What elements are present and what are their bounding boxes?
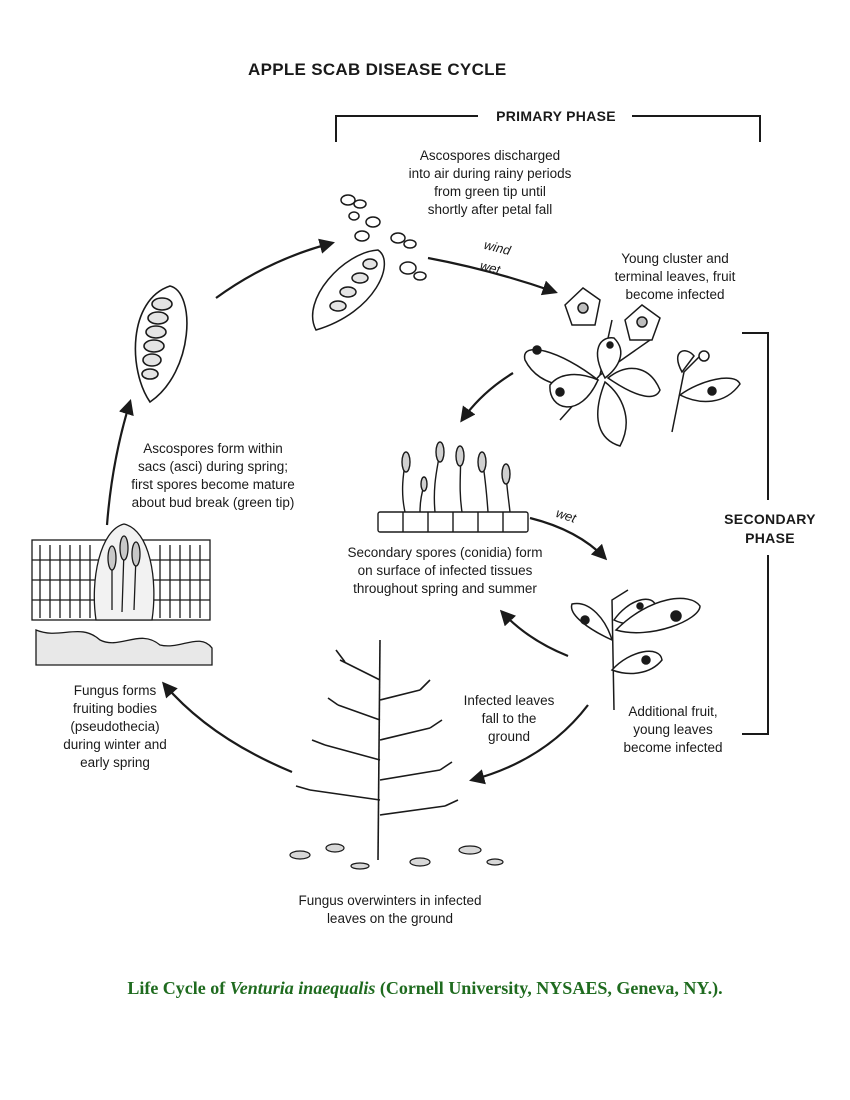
stage-conidia-form: Secondary spores (conidia) form on surfa… [325, 544, 565, 598]
arrow-conidia-to-additional [529, 516, 608, 561]
pseudothecium-illustration [31, 523, 213, 666]
caption-suffix: (Cornell University, NYSAES, Geneva, NY.… [375, 978, 723, 998]
secondary-phase-bracket [742, 332, 769, 735]
stage-line: Additional fruit, [628, 704, 718, 719]
discharging-ascus-illustration [311, 194, 427, 331]
stage-line: leaves on the ground [326, 911, 454, 926]
stage-line: during winter and [63, 737, 167, 752]
stage-line: throughout spring and summer [353, 581, 537, 596]
arrow-discharge-to-leaves [427, 256, 558, 296]
stage-overwinters: Fungus overwinters in infected leaves on… [268, 892, 512, 928]
secondary-phase-line: PHASE [745, 530, 795, 546]
stage-line: terminal leaves, fruit [614, 269, 736, 284]
stage-additional-fruit: Additional fruit, young leaves become in… [600, 703, 746, 757]
stage-line: into air during rainy periods [408, 166, 572, 181]
secondary-phase-label: SECONDARY PHASE [706, 510, 834, 548]
arrow-asci-to-discharge [215, 238, 335, 299]
arrow-ground-to-pseudothecia [162, 681, 293, 774]
conidia-illustration [377, 441, 529, 533]
fallen-leaves-illustration [289, 843, 504, 870]
stage-ascospores-form: Ascospores form within sacs (asci) durin… [108, 440, 318, 512]
stage-line: about bud break (green tip) [131, 495, 295, 510]
stage-line: fruiting bodies [72, 701, 158, 716]
caption-prefix: Life Cycle of [127, 978, 230, 998]
stage-line: shortly after petal fall [427, 202, 553, 217]
arrow-additional-to-conidia [499, 609, 569, 658]
stage-line: Infected leaves [463, 693, 555, 708]
stage-line: fall to the [481, 711, 537, 726]
secondary-phase-line: SECONDARY [724, 511, 816, 527]
stage-line: young leaves [633, 722, 713, 737]
infected-twig-illustration [570, 589, 701, 711]
stage-line: first spores become mature [131, 477, 295, 492]
primary-phase-bracket [335, 115, 761, 142]
stage-leaves-fall: Infected leaves fall to the ground [448, 692, 570, 746]
flower-cluster-illustration [523, 287, 741, 447]
stage-line: sacs (asci) during spring; [137, 459, 289, 474]
arrow-pseudothecia-to-asci [105, 399, 134, 526]
stage-line: Ascospores form within [143, 441, 283, 456]
disease-cycle-diagram [31, 115, 769, 870]
stage-line: ground [487, 729, 531, 744]
stage-line: Fungus overwinters in infected [298, 893, 482, 908]
diagram-title: APPLE SCAB DISEASE CYCLE [248, 60, 507, 79]
arrow-leaves-to-conidia [460, 372, 514, 423]
stage-line: Secondary spores (conidia) form [347, 545, 543, 560]
stage-fruiting-bodies: Fungus forms fruiting bodies (pseudothec… [30, 682, 200, 772]
arrow-additional-to-ground [469, 704, 589, 785]
tree-illustration [295, 639, 459, 861]
stage-line: become infected [623, 740, 723, 755]
stage-line: Fungus forms [73, 683, 157, 698]
stage-line: (pseudothecia) [70, 719, 160, 734]
stage-line: on surface of infected tissues [357, 563, 533, 578]
stage-young-leaves-infected: Young cluster and terminal leaves, fruit… [580, 250, 770, 304]
stage-line: become infected [625, 287, 725, 302]
ascus-illustration [134, 285, 188, 404]
stage-line: early spring [80, 755, 150, 770]
caption-species: Venturia inaequalis [229, 978, 376, 998]
primary-phase-label: PRIMARY PHASE [496, 108, 616, 124]
stage-line: from green tip until [434, 184, 546, 199]
figure-caption: Life Cycle of Venturia inaequalis (Corne… [0, 978, 850, 999]
stage-line: Ascospores discharged [419, 148, 561, 163]
stage-line: Young cluster and [621, 251, 729, 266]
stage-ascospores-discharged: Ascospores discharged into air during ra… [375, 147, 605, 219]
